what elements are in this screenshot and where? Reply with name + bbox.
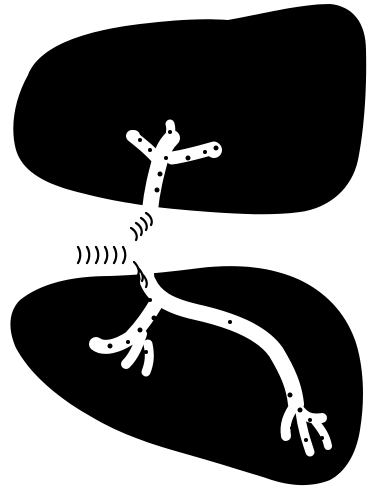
tube-connector xyxy=(146,208,150,282)
upper-dark-mass xyxy=(13,4,366,214)
